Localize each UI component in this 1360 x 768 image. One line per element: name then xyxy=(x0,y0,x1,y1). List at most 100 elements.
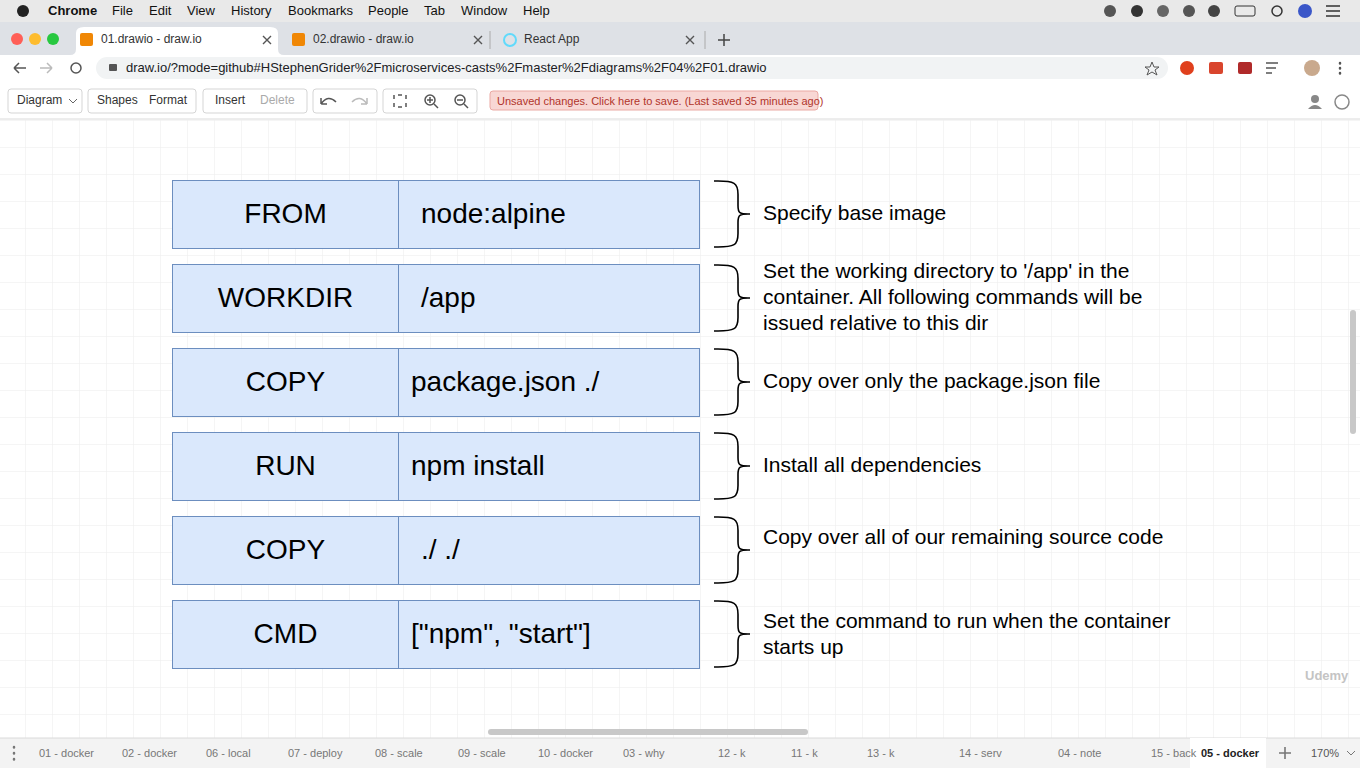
argument-box: npm install xyxy=(398,432,700,501)
zoom-out-icon xyxy=(457,100,468,108)
toolbar-group xyxy=(383,89,477,113)
watermark: Udemy xyxy=(1305,669,1348,684)
argument-box: ./ ./ xyxy=(398,516,700,585)
zoom-button xyxy=(47,33,59,45)
page-tabs-border xyxy=(0,738,1360,739)
add-page xyxy=(1279,747,1291,759)
instruction-box: FROM xyxy=(172,180,399,249)
reload-button xyxy=(71,63,81,73)
menu-item: Window xyxy=(461,4,507,19)
page-tab: 04 - note xyxy=(1058,747,1101,760)
extension-icon xyxy=(1180,61,1194,75)
page-tab: 11 - k xyxy=(791,747,818,760)
back-button xyxy=(14,63,26,73)
annotation-note: Copy over all of our remaining source co… xyxy=(763,524,1203,550)
tab-strip xyxy=(0,22,1360,55)
instruction-text: COPY xyxy=(246,366,325,398)
instruction-text: WORKDIR xyxy=(218,282,353,314)
toolbar-button: Diagram xyxy=(17,94,62,108)
h-scrollbar xyxy=(488,729,808,735)
tab-favicon xyxy=(80,33,93,46)
page-tab: 14 - serv xyxy=(959,747,1002,760)
menu-item: Bookmarks xyxy=(288,4,353,19)
status-icon xyxy=(1104,5,1116,17)
page-tabs-bar xyxy=(0,738,1360,768)
user-icon xyxy=(1308,105,1322,109)
tab-title: 01.drawio - draw.io xyxy=(101,33,202,47)
instruction-text: /app xyxy=(421,282,476,314)
instruction-text: FROM xyxy=(244,198,326,230)
annotation-note: Copy over only the package.json file xyxy=(763,368,1203,394)
page-tab: 08 - scale xyxy=(375,747,423,760)
app-menu: Chrome xyxy=(48,4,97,19)
apple-logo xyxy=(17,5,29,17)
user-icon xyxy=(1311,95,1319,103)
omnibox xyxy=(96,57,1168,79)
annotation-note: Set the working directory to '/app' in t… xyxy=(763,258,1203,336)
instruction-text: node:alpine xyxy=(421,198,566,230)
argument-box: ["npm", "start"] xyxy=(398,600,700,669)
bookmark-star xyxy=(1145,62,1159,75)
drawio-toolbar xyxy=(0,83,1360,119)
active-tab xyxy=(70,27,284,55)
curly-bracket xyxy=(714,349,750,415)
redo-icon xyxy=(352,98,367,104)
page-tab: 09 - scale xyxy=(458,747,506,760)
menu-item: View xyxy=(187,4,215,19)
language-icon xyxy=(1335,95,1349,109)
argument-box: /app xyxy=(398,264,700,333)
zoom-in-icon xyxy=(427,97,438,108)
instruction-text: npm install xyxy=(411,450,545,482)
wifi-icon xyxy=(1208,5,1220,17)
extension-icon xyxy=(1209,62,1223,74)
curly-bracket xyxy=(714,601,750,667)
instruction-text: ./ ./ xyxy=(421,534,460,566)
toolbar-group xyxy=(313,89,377,113)
dropdown-caret xyxy=(69,99,77,103)
active-page-tab xyxy=(1190,738,1266,768)
instruction-box: CMD xyxy=(172,600,399,669)
page-tab: 07 - deploy xyxy=(288,747,342,760)
instruction-text: package.json ./ xyxy=(411,366,599,398)
page-tab: 06 - local xyxy=(206,747,251,760)
argument-box: node:alpine xyxy=(398,180,700,249)
unsaved-warning: Unsaved changes. Click here to save. (La… xyxy=(497,95,824,108)
menu-item: People xyxy=(368,4,408,19)
curly-bracket xyxy=(714,265,750,331)
toolbar-button: Insert xyxy=(215,94,245,108)
zoom-caret xyxy=(1347,751,1355,755)
menu-item: History xyxy=(231,4,271,19)
page-tab: 13 - k xyxy=(867,747,895,760)
profile-avatar xyxy=(1304,60,1320,76)
toolbar-group xyxy=(203,89,307,113)
tab-favicon xyxy=(292,33,305,46)
tab-close xyxy=(686,36,694,44)
canvas-grid xyxy=(0,120,1360,738)
lock-icon xyxy=(109,64,117,71)
annotation-note: Install all dependencies xyxy=(763,452,1203,478)
toolbar-button: Shapes xyxy=(97,94,138,108)
instruction-text: ["npm", "start"] xyxy=(411,618,591,650)
canvas xyxy=(0,120,1360,738)
menu-icon xyxy=(1326,6,1340,16)
page-tab: 15 - back xyxy=(1151,747,1196,760)
pages-menu xyxy=(13,747,16,760)
curly-bracket xyxy=(714,181,750,247)
extension-icon xyxy=(1238,62,1252,74)
tab-title: 02.drawio - draw.io xyxy=(313,33,414,47)
status-icon xyxy=(1157,5,1169,17)
fit-icon xyxy=(394,95,406,107)
menu-item: Edit xyxy=(149,4,171,19)
instruction-box: COPY xyxy=(172,516,399,585)
toolbar-button: Delete xyxy=(260,94,295,108)
page-tab: 12 - k xyxy=(718,747,746,760)
tab-title: React App xyxy=(524,33,579,47)
new-tab xyxy=(718,34,730,46)
siri-icon xyxy=(1298,4,1312,18)
forward-button xyxy=(40,63,52,73)
toolbar-group xyxy=(88,89,196,113)
minimize-button xyxy=(29,33,41,45)
page-tab-active: 05 - docker xyxy=(1201,747,1259,760)
close-button xyxy=(11,33,23,45)
menu-dots xyxy=(1339,63,1342,74)
